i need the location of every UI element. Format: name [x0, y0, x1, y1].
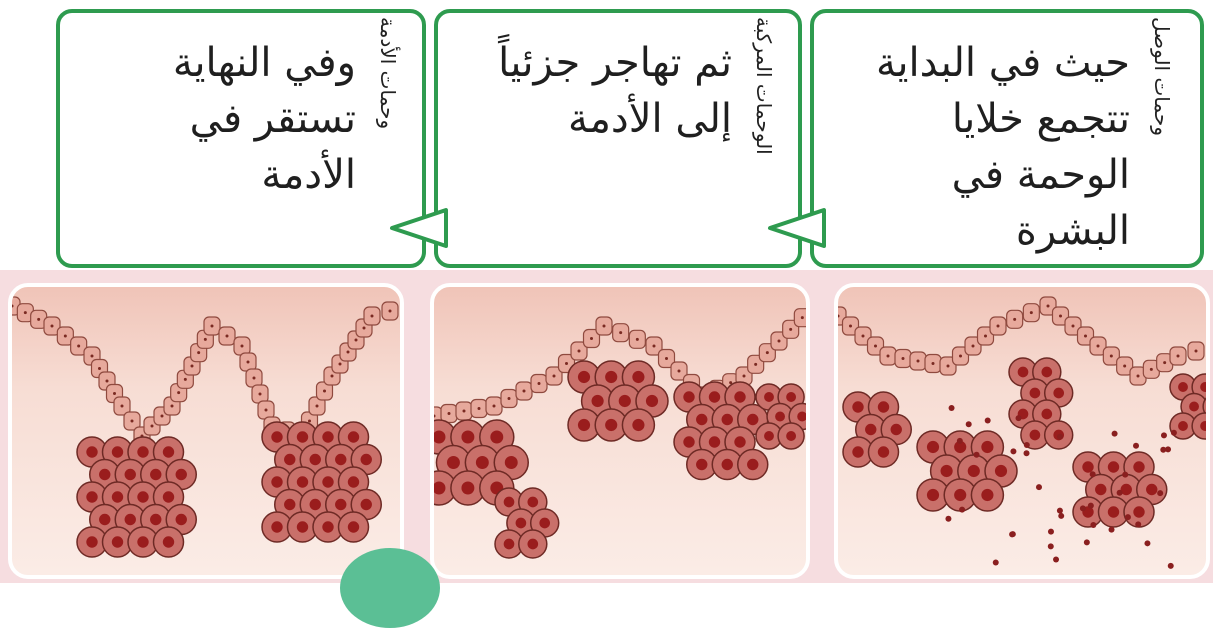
panel-compound-illustration	[430, 283, 810, 579]
side-label-dermal: وحمات الأدمة	[376, 17, 400, 129]
step-text-compound: ثم تهاجر جزئياً إلى الأدمة	[442, 35, 732, 147]
compound-nevus-drawing	[434, 287, 810, 579]
decorative-blob	[340, 548, 440, 628]
step-text-dermal: وفي النهاية تستقر في الأدمة	[96, 35, 356, 203]
panel-dermal-illustration	[8, 283, 404, 579]
step-box-dermal: وفي النهاية تستقر في الأدمة وحمات الأدمة	[56, 9, 426, 268]
step-box-junctional: حيث في البداية تتجمع خلايا الوحمة في الب…	[810, 9, 1204, 268]
step-text-junctional: حيث في البداية تتجمع خلايا الوحمة في الب…	[860, 35, 1130, 259]
arrow-left-icon	[766, 206, 826, 250]
junctional-nevus-drawing	[838, 287, 1210, 579]
side-label-junctional: وحمات الوصل	[1150, 17, 1174, 136]
side-label-compound: الوحمات المركبة	[752, 17, 776, 155]
step-box-compound: ثم تهاجر جزئياً إلى الأدمة الوحمات المرك…	[434, 9, 802, 268]
arrow-left-icon-2	[388, 206, 448, 250]
dermal-nevus-drawing	[12, 287, 404, 579]
panel-junctional-illustration	[834, 283, 1210, 579]
